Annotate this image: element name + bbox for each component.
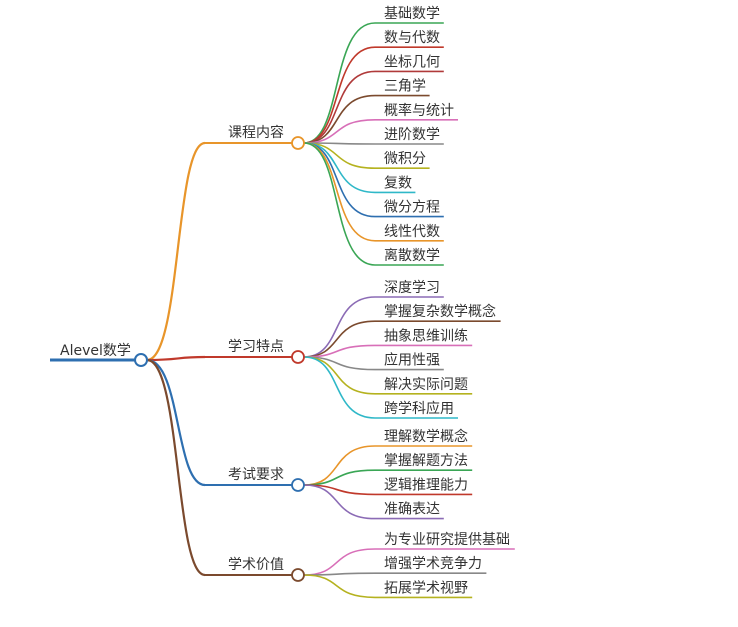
root-node-label: Alevel数学 [60, 343, 131, 359]
branch-to-leaf-connector [303, 484, 376, 520]
leaf-node-label[interactable]: 基础数学 [384, 5, 440, 22]
leaf-node-label[interactable]: 掌握复杂数学概念 [384, 303, 496, 320]
root-to-branch-connector [146, 358, 206, 487]
leaf-node-label[interactable]: 概率与统计 [384, 102, 454, 119]
branch-node-label[interactable]: 学习特点 [228, 339, 284, 355]
branch-to-leaf-connector [303, 142, 376, 266]
branch-to-leaf-connector [303, 320, 376, 358]
leaf-node-label[interactable]: 跨学科应用 [384, 400, 454, 417]
leaf-node-label[interactable]: 为专业研究提供基础 [384, 531, 510, 548]
branch-node-handle[interactable] [291, 568, 305, 582]
branch-to-leaf-connector [303, 142, 376, 218]
connector-layer [146, 22, 515, 599]
root-to-branch-connector [146, 141, 206, 362]
branch-to-leaf-connector [303, 445, 376, 486]
branch-to-leaf-connector [303, 574, 376, 599]
leaf-node-label[interactable]: 增强学术竞争力 [384, 555, 482, 572]
leaf-node-label[interactable]: 离散数学 [384, 247, 440, 264]
branch-node-handle[interactable] [291, 350, 305, 364]
branch-node-label[interactable]: 考试要求 [228, 467, 284, 483]
branch-to-leaf-connector [303, 356, 376, 419]
branch-to-leaf-connector [303, 70, 376, 144]
root-to-branch-connector [146, 355, 206, 362]
root-to-branch-connector [146, 358, 206, 577]
leaf-node-label[interactable]: 复数 [384, 174, 412, 191]
leaf-node-label[interactable]: 坐标几何 [384, 54, 440, 70]
leaf-node-label[interactable]: 微积分 [384, 151, 426, 167]
branch-to-leaf-connector [303, 548, 376, 576]
root-node-handle[interactable] [134, 353, 148, 367]
leaf-node-label[interactable]: 微分方程 [384, 200, 440, 216]
branch-to-leaf-connector [303, 469, 376, 486]
leaf-node-label[interactable]: 进阶数学 [384, 127, 440, 143]
branch-node-label[interactable]: 学术价值 [228, 557, 284, 573]
branch-node-handle[interactable] [291, 478, 305, 492]
leaf-node-label[interactable]: 线性代数 [384, 224, 440, 240]
branch-to-leaf-connector [303, 356, 376, 395]
node-layer: 基础数学数与代数坐标几何三角学概率与统计进阶数学微积分复数微分方程线性代数离散数… [50, 5, 510, 596]
branch-to-leaf-connector [303, 94, 376, 144]
leaf-node-label[interactable]: 数与代数 [384, 30, 440, 46]
branch-to-leaf-connector [303, 119, 376, 144]
leaf-node-label[interactable]: 理解数学概念 [384, 428, 468, 445]
leaf-node-label[interactable]: 准确表达 [384, 502, 440, 518]
leaf-node-label[interactable]: 掌握解题方法 [384, 453, 468, 469]
branch-node-handle[interactable] [291, 136, 305, 150]
leaf-node-label[interactable]: 逻辑推理能力 [384, 477, 468, 493]
leaf-node-label[interactable]: 解决实际问题 [384, 377, 468, 393]
leaf-node-label[interactable]: 三角学 [384, 79, 426, 95]
leaf-node-label[interactable]: 拓展学术视野 [384, 580, 468, 596]
branch-to-leaf-connector [303, 46, 376, 144]
branch-to-leaf-connector [303, 296, 376, 358]
leaf-node-label[interactable]: 抽象思维训练 [384, 328, 468, 344]
branch-to-leaf-connector [303, 22, 376, 144]
branch-node-label[interactable]: 课程内容 [228, 124, 284, 141]
leaf-node-label[interactable]: 应用性强 [384, 352, 440, 369]
leaf-node-label[interactable]: 深度学习 [384, 280, 440, 296]
